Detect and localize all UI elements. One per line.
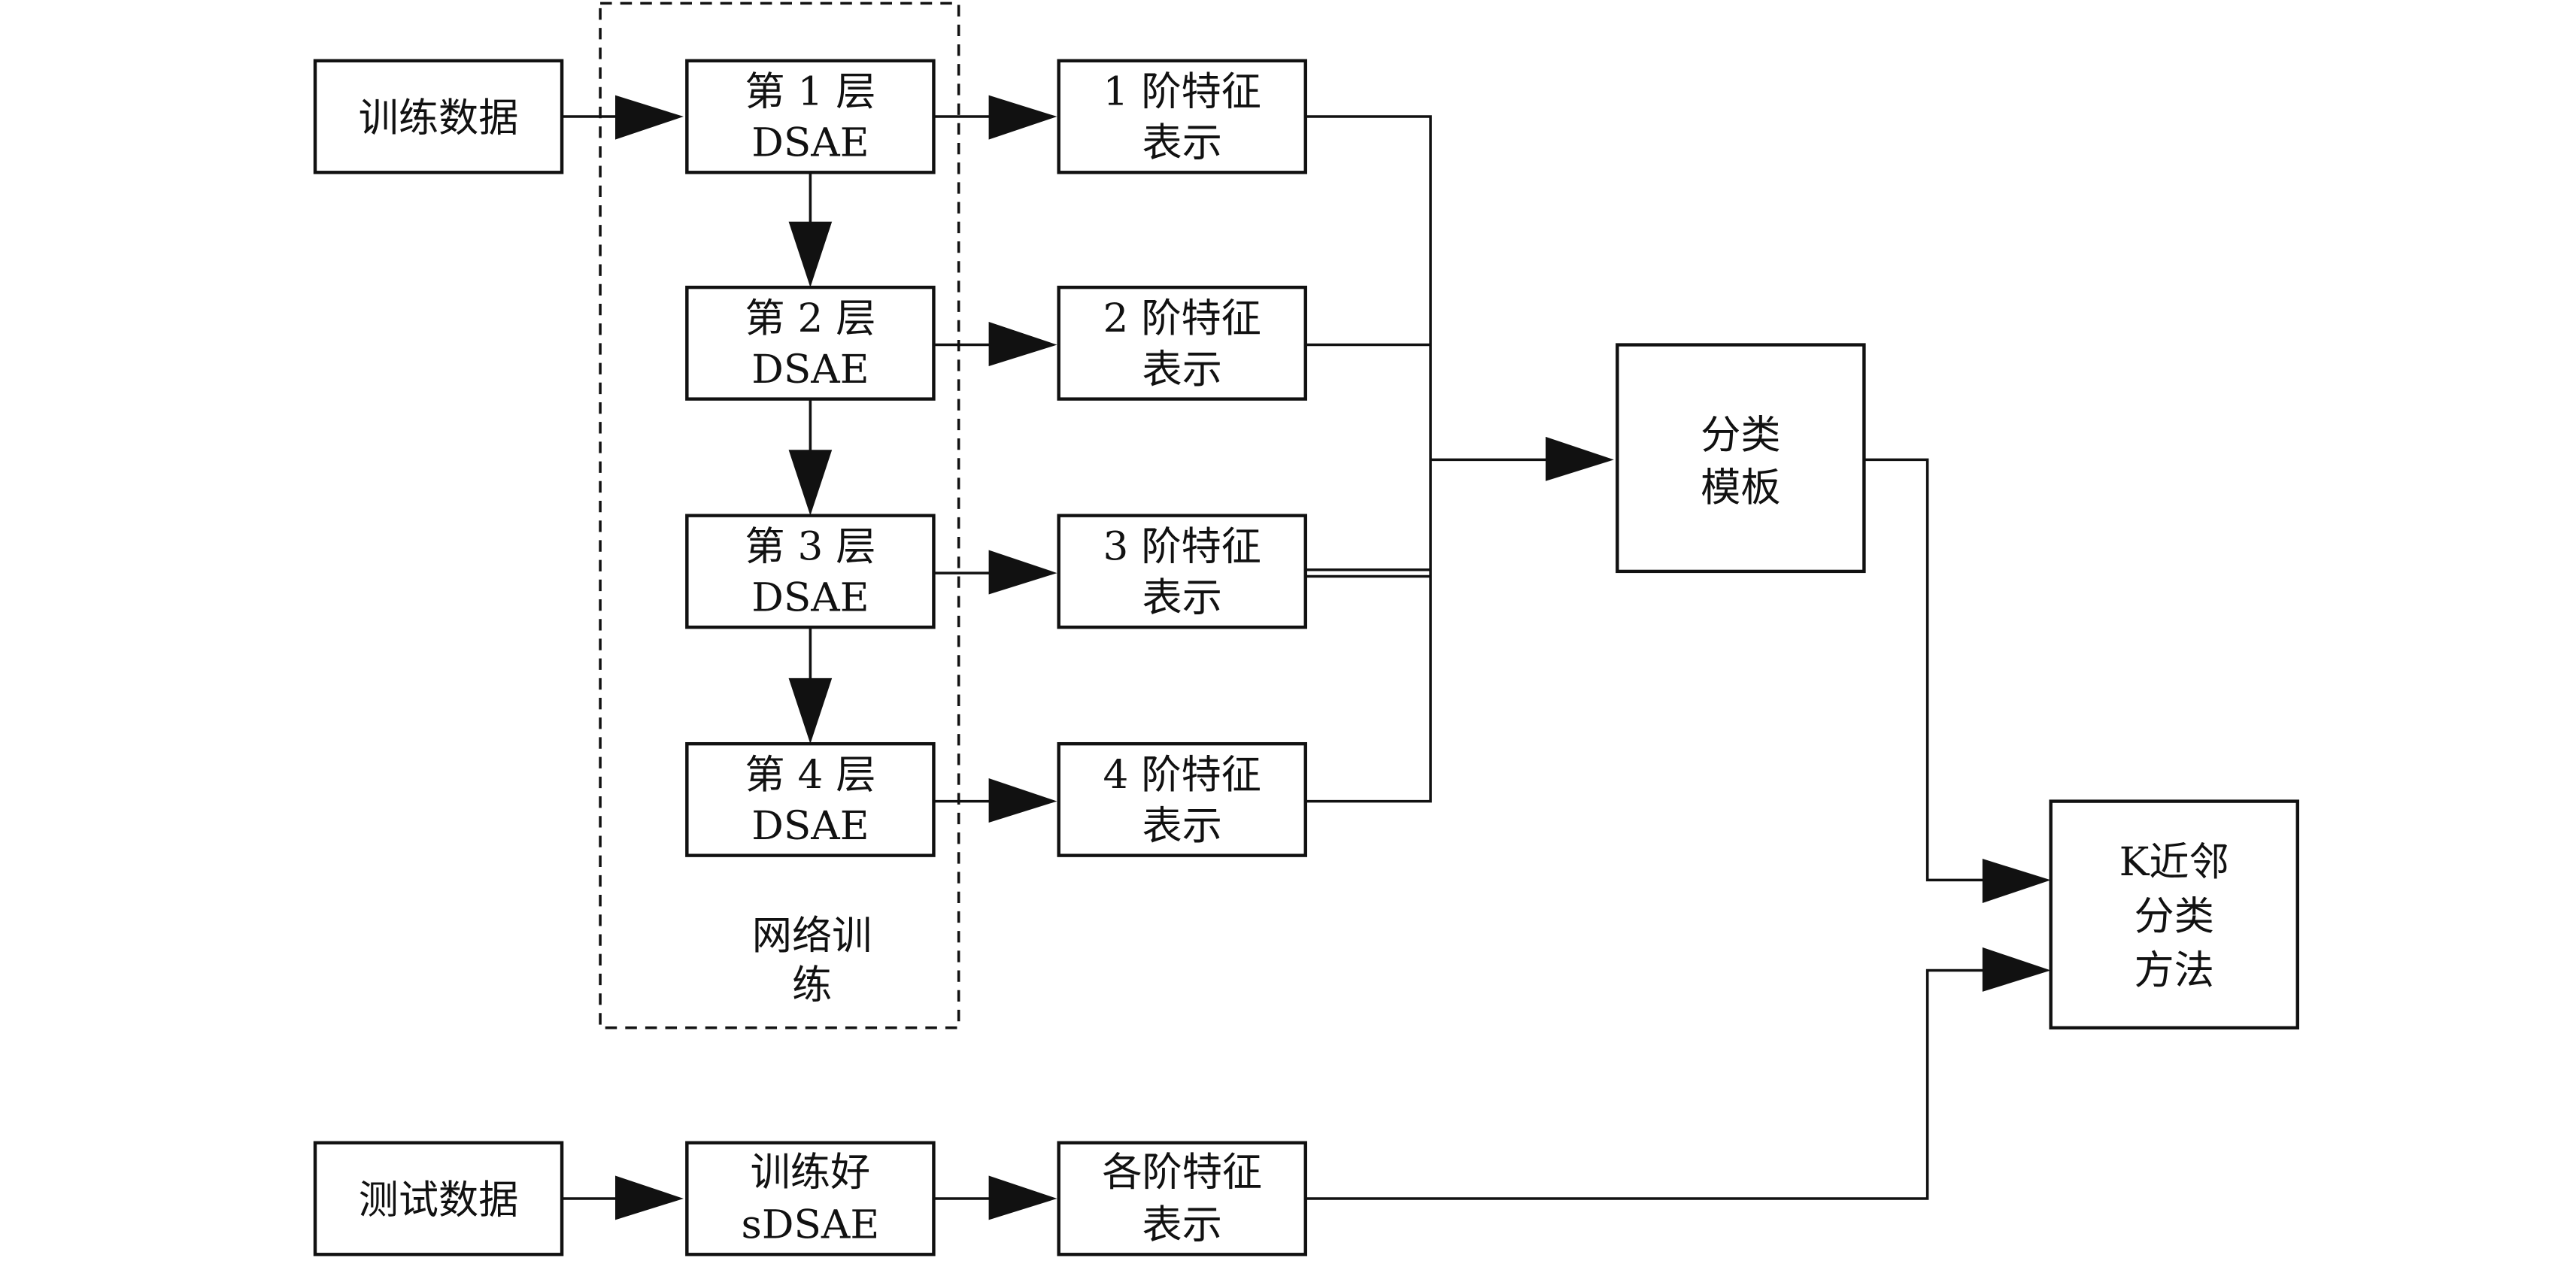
layer-label: 第 3 层 [745,524,875,570]
feature-sublabel: 表示 [1142,347,1222,393]
all-features-label: 各阶特征 [1102,1150,1262,1196]
arrow-head-icon [1982,859,2051,903]
arrow-head-icon [1982,947,2051,992]
all-features-sublabel: 表示 [1142,1202,1222,1248]
feature-box [1057,514,1307,629]
trained-model-sublabel: sDSAE [742,1202,880,1248]
feature-box [1057,741,1307,857]
feature-4: 4 阶特征 表示 [1057,741,1307,857]
layer-sublabel: DSAE [751,120,869,166]
layer-sublabel: DSAE [751,803,869,849]
feature-3: 3 阶特征 表示 [1057,514,1307,629]
feature-1: 1 阶特征 表示 [1057,59,1307,174]
layer-label: 第 4 层 [745,752,875,798]
network-training-label-2: 练 [792,962,832,1008]
arrow-head-icon [615,1175,684,1220]
layer-label: 第 2 层 [745,296,875,341]
knn-box [2049,799,2300,1030]
layer-box [685,514,936,629]
feature-sublabel: 表示 [1142,120,1222,166]
connector [1864,458,1988,882]
feature-label: 4 阶特征 [1103,752,1261,798]
arrow-head-icon [788,450,833,516]
arrow-head-icon [988,550,1057,595]
arrow-head-icon [988,321,1057,366]
arrow-head-icon [788,221,833,288]
all-features-box [1057,1141,1307,1256]
arrow-head-icon [988,95,1057,140]
test-data-label: 测试数据 [359,1178,519,1223]
arrow-head-icon [988,1175,1057,1220]
layer-2: 第 2 层 DSAE [685,285,936,401]
layer-3: 第 3 层 DSAE [685,514,936,629]
feature-box [1057,59,1307,174]
feature-label: 2 阶特征 [1103,296,1261,341]
layer-1: 第 1 层 DSAE [685,59,936,174]
test-data-box [313,1141,564,1256]
knn-sublabel: 分类 [2135,893,2214,939]
connector [1305,968,1988,1200]
layer-4: 第 4 层 DSAE [685,741,936,857]
classification-template-sublabel: 模板 [1701,465,1780,511]
arrow-head-icon [788,677,833,744]
knn-label: K近邻 [2119,839,2229,885]
merge-bus [1305,115,1432,803]
classification-template-box [1616,343,1866,574]
feature-2: 2 阶特征 表示 [1057,285,1307,401]
layer-sublabel: DSAE [751,347,869,393]
feature-label: 3 阶特征 [1103,524,1261,570]
trained-model-label: 训练好 [751,1150,871,1196]
layer-label: 第 1 层 [745,69,875,115]
feature-label: 1 阶特征 [1103,69,1261,115]
layer-box [685,59,936,174]
arrow-head-icon [1546,436,1614,481]
arrow-head-icon [615,95,684,140]
network-training-label-1: 网络训 [752,913,872,959]
layer-box [685,741,936,857]
feature-box [1057,285,1307,401]
feature-sublabel: 表示 [1142,803,1222,849]
training-data-label: 训练数据 [359,95,519,141]
training-data-box [313,59,564,174]
layer-sublabel: DSAE [751,575,869,621]
arrow-head-icon [988,778,1057,823]
knn-sublabel-2: 方法 [2135,947,2214,993]
classification-template-label: 分类 [1701,412,1780,458]
feature-sublabel: 表示 [1142,575,1222,621]
